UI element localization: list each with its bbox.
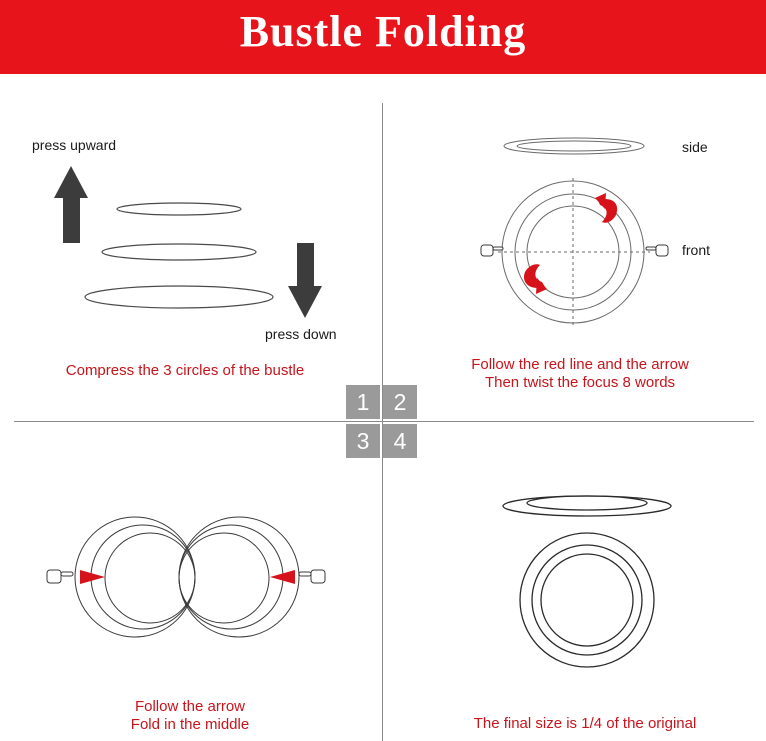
step-number-3: 3 <box>346 424 380 458</box>
arrow-down-icon <box>288 243 322 318</box>
red-arrowhead-icon <box>80 570 105 584</box>
pointing-hand-icon <box>645 244 669 257</box>
step-1-caption: Compress the 3 circles of the bustle <box>65 362 305 379</box>
step-number-2: 2 <box>383 385 417 419</box>
step-2-caption: Follow the red line and the arrow Then t… <box>471 356 689 391</box>
vertical-divider <box>382 103 383 741</box>
right-ring-inner <box>178 532 270 624</box>
side-view-ring-inner <box>516 140 632 152</box>
side-view-ring-outer <box>503 137 645 155</box>
left-ring-inner <box>104 532 196 624</box>
folded-side-ring-outer <box>502 495 672 517</box>
folded-ring-inner <box>540 553 634 647</box>
step-number-1: 1 <box>346 385 380 419</box>
pointing-hand-icon <box>298 569 326 584</box>
bustle-ring-top <box>116 202 242 216</box>
bustle-ring-middle <box>101 243 257 261</box>
folded-ring-middle <box>531 544 643 656</box>
pointing-hand-icon <box>480 244 504 257</box>
twist-arrow-icon <box>523 264 547 294</box>
step-3-illustration <box>46 516 326 638</box>
arrow-up-icon <box>54 166 88 243</box>
step-4-caption: The final size is 1/4 of the original <box>473 715 697 732</box>
red-arrowhead-icon <box>270 570 295 584</box>
side-label: side <box>682 139 708 155</box>
step-number-4: 4 <box>383 424 417 458</box>
horizontal-divider <box>14 421 754 422</box>
folded-ring-outer <box>519 532 655 668</box>
step-2-illustration <box>480 137 669 326</box>
front-label: front <box>682 242 711 258</box>
pointing-hand-icon <box>46 569 74 584</box>
folded-side-ring-inner <box>526 495 648 511</box>
press-down-label: press down <box>265 326 337 342</box>
bustle-ring-bottom <box>84 285 274 309</box>
title-banner <box>0 0 766 74</box>
twist-arrow-icon <box>595 193 618 223</box>
step-1-illustration <box>54 166 322 318</box>
page-title: Bustle Folding <box>239 7 527 56</box>
step-3-caption: Follow the arrow Fold in the middle <box>130 698 250 733</box>
press-upward-label: press upward <box>32 137 117 153</box>
